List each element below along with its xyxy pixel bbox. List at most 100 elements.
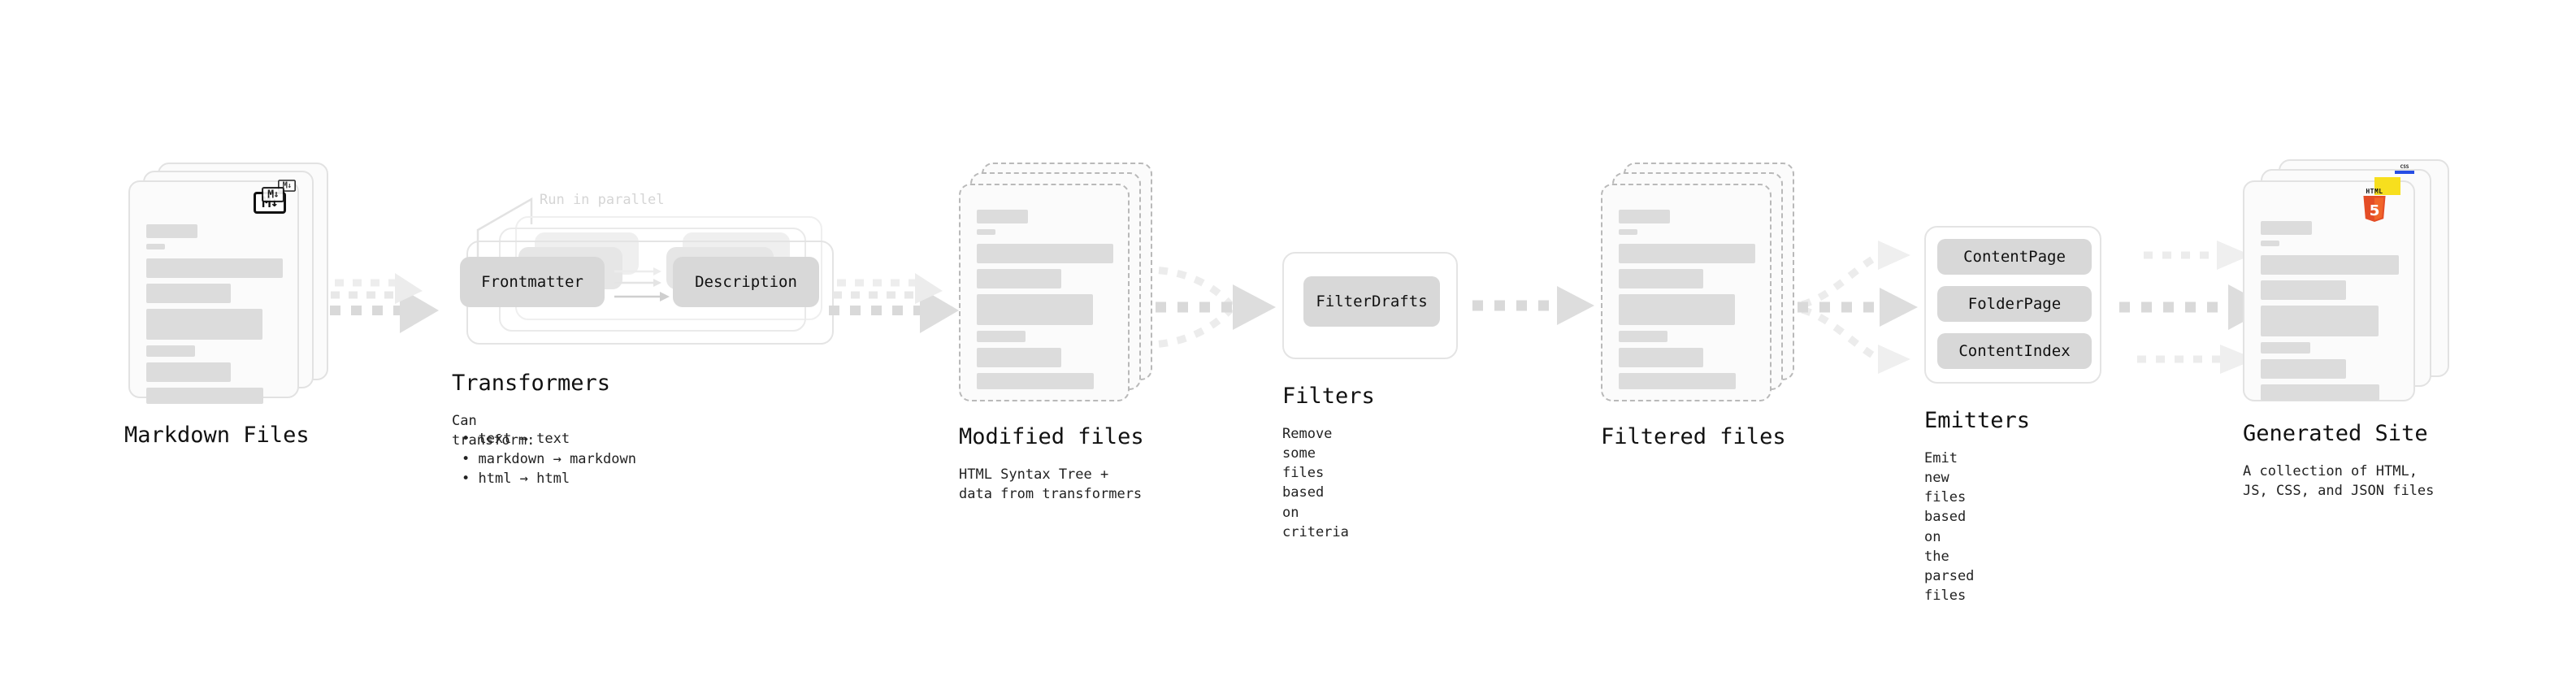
markdown-card-stack: M↓ M↓ M↓ (128, 163, 332, 404)
content-bar (977, 229, 995, 235)
stage-title-filtered-files: Filtered files (1601, 424, 1786, 449)
stage-caption-filters: Remove some files based on criteria (1282, 426, 1349, 540)
stage-caption-modified-files: HTML Syntax Tree + data from transformer… (959, 466, 1143, 503)
javascript-badge-icon (2374, 177, 2400, 195)
markdown-badge-letter: M (262, 193, 271, 211)
arrow-filtered-to-emitters (1776, 241, 1918, 374)
markdown-badge-letter: M (267, 188, 274, 201)
stage-markdown-files: M↓ M↓ M↓ Markdown (124, 163, 332, 448)
emitter-chip-label: ContentPage (1963, 248, 2066, 266)
content-bar (977, 210, 1028, 223)
site-card-content (2261, 221, 2399, 401)
site-card-stack: CSS HTML 5 (2243, 159, 2454, 401)
stage-caption-emitters: Emit new files based on the parsed files (1924, 450, 1975, 604)
stage-title-transformers: Transformers (452, 371, 611, 396)
arrow-markdown-to-transformers (309, 273, 439, 333)
content-bar (146, 244, 165, 249)
content-bar (1619, 373, 1737, 389)
content-bar (1619, 269, 1704, 288)
list-item: markdown → markdown (462, 449, 635, 470)
filter-chip-filterdrafts[interactable]: FilterDrafts (1303, 276, 1440, 327)
transformer-inner-arrows (614, 267, 670, 301)
content-bar (146, 224, 197, 238)
transformer-chip-label: Description (695, 273, 797, 291)
transformer-capability-list: text → text markdown → markdown html → h… (462, 429, 636, 489)
stage-modified-files: Modified files HTML Syntax Tree + data f… (959, 163, 1162, 502)
css3-badge-bar (2395, 170, 2414, 174)
content-bar (2261, 221, 2312, 235)
run-in-parallel-label: Run in parallel (540, 192, 665, 208)
markdown-badge-arrow: ↓ (273, 189, 279, 201)
content-bar (1619, 294, 1735, 325)
arrow-modified-to-filters (1134, 266, 1276, 349)
content-bar (146, 345, 196, 357)
content-bar (2261, 255, 2399, 275)
arrow-emitters-to-site (2119, 241, 2270, 374)
content-bar (2261, 359, 2347, 379)
content-bar (2261, 384, 2380, 401)
markdown-badge-icon-back-1: M↓ (262, 187, 284, 202)
transformer-chip-label: Frontmatter (481, 273, 583, 291)
content-bar (977, 348, 1062, 367)
css3-badge-label: CSS (2400, 163, 2409, 170)
emitters-panel: ContentPage FolderPage ContentIndex (1924, 226, 2101, 384)
content-bar (977, 244, 1113, 263)
content-bar (1619, 229, 1637, 235)
stage-title-filters: Filters (1282, 384, 1375, 409)
list-item: text → text (462, 429, 636, 449)
content-bar (977, 294, 1093, 325)
stage-title-generated-site: Generated Site (2243, 421, 2428, 446)
stage-title-modified-files: Modified files (959, 424, 1144, 449)
stage-generated-site: CSS HTML 5 Generated Site A collection o… (2243, 159, 2454, 499)
content-bar (146, 258, 283, 278)
emitter-chip-folderpage[interactable]: FolderPage (1937, 286, 2092, 322)
markdown-card-content (146, 224, 283, 404)
content-bar (977, 373, 1095, 389)
emitter-chip-contentpage[interactable]: ContentPage (1937, 239, 2092, 275)
markdown-card-front: M↓ (128, 180, 299, 404)
content-bar (146, 309, 262, 340)
html5-badge-icon: HTML 5 (2360, 189, 2389, 223)
modified-card-front (959, 184, 1130, 401)
emitter-chip-label: FolderPage (1967, 295, 2062, 313)
emitter-chip-label: ContentIndex (1958, 342, 2071, 360)
arrow-transformers-to-modified (829, 273, 959, 333)
filtered-card-front (1601, 184, 1772, 401)
content-bar (1619, 244, 1755, 263)
markdown-badge-arrow: ↓ (287, 180, 292, 190)
content-bar (2261, 280, 2347, 300)
modified-card-content (977, 210, 1113, 389)
content-bar (2261, 306, 2379, 336)
stage-title-markdown-files: Markdown Files (124, 423, 310, 448)
content-bar (2261, 342, 2311, 354)
html5-shield-icon: 5 (2363, 196, 2386, 223)
modified-card-stack (959, 163, 1162, 401)
markdown-badge-arrow: ↓ (270, 194, 279, 210)
html5-badge-label: HTML (2366, 188, 2383, 195)
css3-badge-icon: CSS (2394, 164, 2415, 174)
content-bar (977, 269, 1062, 288)
stage-caption-generated-site: A collection of HTML, JS, CSS, and JSON … (2243, 463, 2435, 500)
list-item: html → html (462, 469, 636, 489)
arrow-filters-to-filtered (1472, 286, 1594, 325)
content-bar (146, 388, 264, 404)
content-bar (1619, 210, 1670, 223)
content-bar (977, 331, 1026, 342)
filters-panel: FilterDrafts (1282, 252, 1458, 359)
content-bar (1619, 348, 1704, 367)
transformer-chip-frontmatter[interactable]: Frontmatter (460, 257, 605, 307)
content-bar (146, 284, 232, 303)
content-bar (2261, 241, 2279, 246)
filtered-card-content (1619, 210, 1755, 389)
filtered-card-stack (1601, 163, 1804, 401)
emitter-chip-contentindex[interactable]: ContentIndex (1937, 333, 2092, 369)
site-card-front-html (2243, 180, 2415, 401)
content-bar (146, 362, 232, 382)
html5-badge-digit: 5 (2370, 202, 2380, 219)
markdown-badge-letter: M (282, 180, 288, 191)
stage-title-emitters: Emitters (1924, 408, 2031, 433)
stage-filtered-files: Filtered files (1601, 163, 1804, 449)
filter-chip-label: FilterDrafts (1316, 293, 1428, 310)
transformer-chip-description[interactable]: Description (673, 257, 819, 307)
